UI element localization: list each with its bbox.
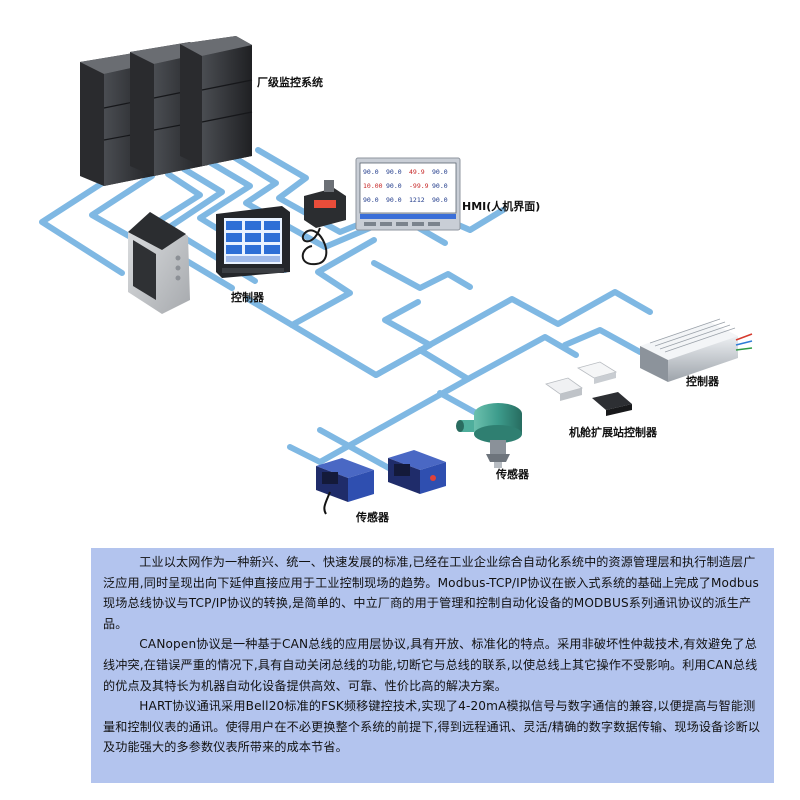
hmi-reading: 90.0	[432, 168, 448, 176]
hmi-reading: 10.00	[363, 182, 383, 190]
hmi-reading: 90.0	[363, 168, 379, 176]
server-unit	[180, 36, 253, 166]
description-panel: 工业以太网作为一种新兴、统一、快速发展的标准,已经在工业企业综合自动化系统中的资…	[91, 548, 774, 783]
signal-converter	[301, 180, 346, 266]
server-cabinets	[80, 36, 253, 186]
workstation-unit	[128, 212, 190, 314]
controller-box-right	[640, 318, 753, 382]
label-hmi: HMI(人机界面)	[462, 199, 540, 213]
label-controller-right: 控制器	[686, 374, 720, 388]
hmi-reading: 1212	[409, 196, 425, 204]
label-controller-left: 控制器	[231, 290, 265, 304]
expansion-modules	[545, 361, 632, 416]
description-paragraph: HART协议通讯采用Bell20标准的FSK频移键控技术,实现了4-20mA模拟…	[103, 699, 761, 755]
label-plant-monitoring: 厂级监控系统	[257, 75, 323, 89]
hmi-reading: 90.0	[363, 196, 379, 204]
photo-sensor	[388, 450, 446, 494]
hmi-reading: 49.9	[409, 168, 425, 176]
hmi-reading: -99.9	[409, 182, 429, 190]
controller-panel-left	[216, 206, 290, 278]
hmi-reading: 90.0	[432, 196, 448, 204]
description-paragraph: 工业以太网作为一种新兴、统一、快速发展的标准,已经在工业企业综合自动化系统中的资…	[103, 555, 759, 631]
photo-sensor	[316, 458, 374, 515]
label-sensor-transmitter: 传感器	[495, 467, 530, 481]
description-paragraph: CANopen协议是一种基于CAN总线的应用层协议,具有开放、标准化的特点。采用…	[103, 637, 758, 693]
hmi-reading: 90.0	[386, 196, 402, 204]
hmi-reading: 90.0	[432, 182, 448, 190]
pressure-transmitter	[456, 403, 522, 468]
label-sensor-photo: 传感器	[355, 510, 390, 524]
hmi-reading: 90.0	[386, 182, 402, 190]
hmi-reading: 90.0	[386, 168, 402, 176]
label-expansion-station: 机舱扩展站控制器	[569, 425, 658, 439]
